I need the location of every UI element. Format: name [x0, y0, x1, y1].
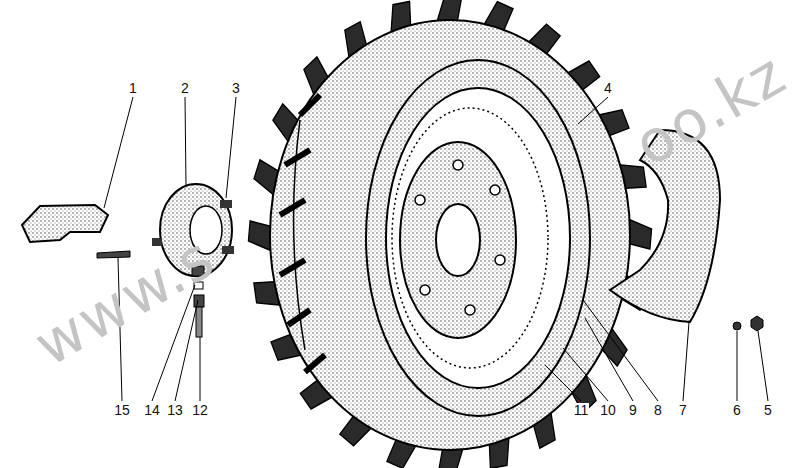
callout-number: 12: [191, 403, 209, 418]
callout-number: 11: [573, 403, 590, 418]
callout-number: 15: [113, 403, 131, 418]
callout-number: 4: [603, 81, 613, 96]
callout-number: 10: [599, 403, 617, 418]
callout-number: 13: [166, 403, 184, 418]
callout-number: 1: [128, 81, 138, 96]
callout-number: 9: [628, 403, 638, 418]
callout-number: 5: [763, 403, 773, 418]
callout-number: 2: [180, 81, 190, 96]
callout-number: 6: [732, 403, 742, 418]
callout-number: 3: [231, 81, 241, 96]
callout-number: 7: [678, 403, 688, 418]
callout-number: 14: [143, 403, 161, 418]
callout-number: 8: [653, 403, 663, 418]
